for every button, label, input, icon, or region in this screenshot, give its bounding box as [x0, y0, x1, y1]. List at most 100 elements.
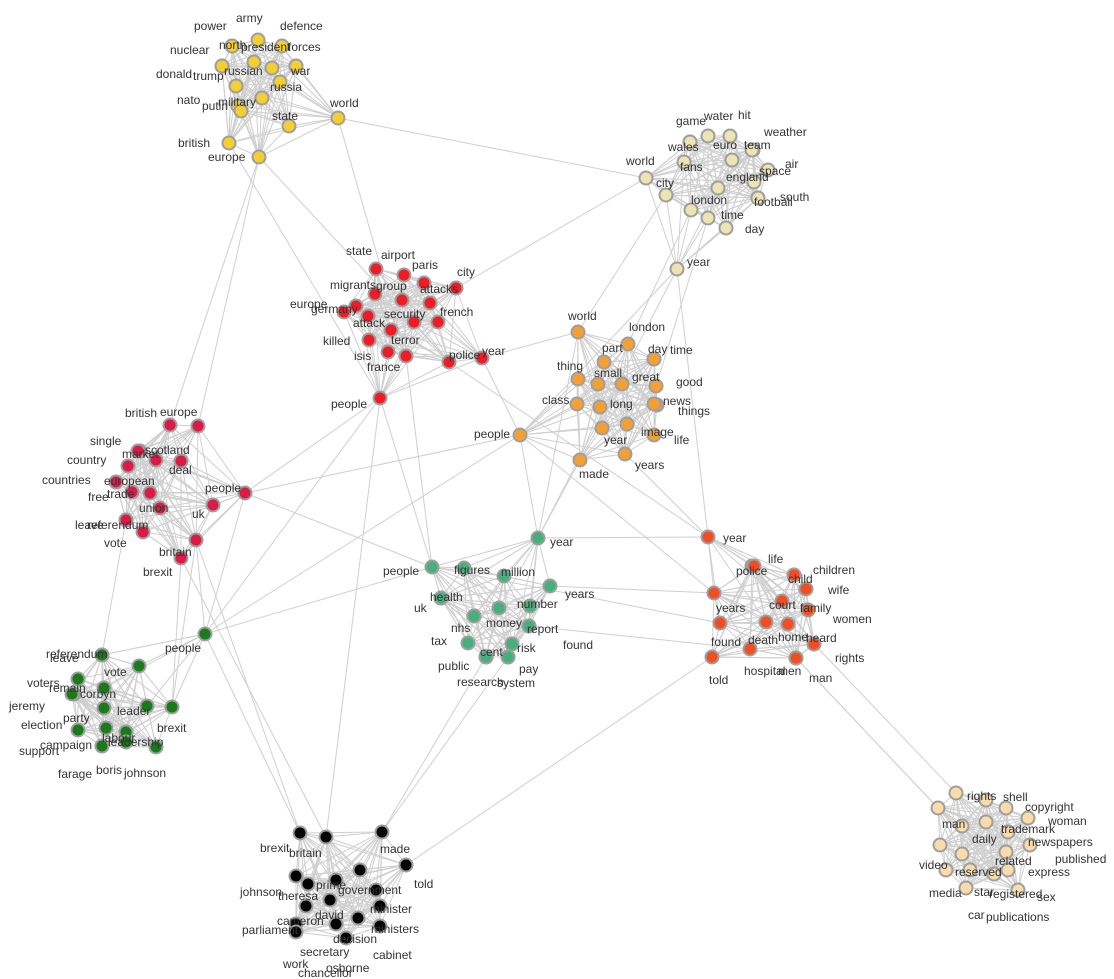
node-label-life: life: [768, 552, 784, 566]
edge-teal: [467, 607, 500, 644]
node-label-theresa: theresa: [278, 889, 318, 903]
node-teal-people: [424, 559, 440, 575]
node-orange-part: [596, 354, 612, 370]
edge-redorange: [749, 643, 815, 650]
node-label-year: year: [687, 255, 710, 269]
edge-yellow: [240, 67, 273, 112]
node-black-cabinet: [372, 918, 388, 934]
edge-red: [375, 268, 415, 323]
node-label-game: game: [676, 114, 706, 128]
node-label-made: made: [579, 467, 609, 481]
node-black-chancellor: [328, 916, 344, 932]
edge-green: [105, 706, 173, 729]
edge-bridge: [481, 331, 579, 359]
node-green-corbyn: [96, 680, 112, 696]
edge-orange: [577, 331, 629, 345]
node-label-market: market: [122, 447, 159, 461]
edge-red: [367, 315, 381, 399]
edge-red: [379, 357, 483, 399]
edge-red: [379, 361, 450, 399]
node-label-boris: boris: [96, 763, 122, 777]
node-crimson-people: [237, 485, 253, 501]
edge-red: [355, 282, 425, 307]
edge-crimson: [131, 491, 182, 559]
node-label-football: football: [754, 195, 793, 209]
edge-teal: [431, 537, 539, 568]
node-crimson-uk: [205, 497, 221, 513]
node-label-things: things: [678, 404, 710, 418]
edge-red: [455, 287, 483, 359]
edge-redorange: [781, 600, 815, 645]
node-green-election: [70, 722, 86, 738]
edge-crimson: [137, 450, 197, 541]
node-beige-space: [746, 174, 762, 190]
edge-peach: [1017, 817, 1029, 891]
edge-yellow: [288, 117, 339, 127]
edge-red: [379, 355, 407, 399]
node-peach-newspapers: [1000, 824, 1016, 840]
edge-yellow: [261, 97, 339, 119]
edge-green: [103, 633, 206, 689]
node-label-thing: thing: [557, 359, 583, 373]
edge-beige: [707, 135, 731, 219]
edge-black: [335, 889, 377, 925]
edge-orange: [579, 383, 599, 461]
edge-red: [448, 287, 457, 363]
node-beige-football: [750, 190, 766, 206]
edge-beige: [683, 149, 753, 163]
node-label-pay: pay: [519, 662, 538, 676]
node-black-minister: [368, 882, 384, 898]
edge-beige: [676, 161, 685, 270]
node-red-year: [474, 350, 490, 366]
edge-peach: [945, 825, 963, 871]
node-label-farage: farage: [58, 767, 92, 781]
edge-yellow: [235, 85, 339, 119]
node-green-farage: [94, 738, 110, 754]
node-green-boris: [118, 734, 134, 750]
edge-redorange: [795, 609, 809, 659]
node-label-labour: labour: [102, 731, 135, 745]
node-label-world: world: [567, 309, 597, 323]
edge-orange: [627, 343, 657, 387]
node-teal-uk: [433, 590, 449, 606]
node-label-putin: putin: [202, 99, 228, 113]
edge-crimson: [131, 491, 197, 541]
edge-crimson: [155, 459, 246, 494]
edge-crimson: [125, 519, 182, 559]
node-peach-publications: [1010, 882, 1026, 898]
edge-redorange: [719, 565, 755, 624]
node-teal-risk: [504, 636, 520, 652]
edge-bridge: [180, 557, 327, 838]
node-beige-wales: [682, 134, 698, 150]
edge-bridge: [405, 656, 713, 866]
edge-orange: [519, 361, 605, 436]
node-beige-water: [700, 128, 716, 144]
node-label-hospital: hospital: [744, 664, 785, 678]
node-black-prime: [328, 872, 344, 888]
edge-green: [71, 665, 140, 695]
node-yellow-russia: [272, 74, 288, 90]
node-label-city: city: [656, 176, 674, 190]
edge-green: [77, 665, 140, 680]
node-label-work: work: [282, 957, 309, 971]
node-yellow-europe: [251, 149, 267, 165]
edge-green: [146, 633, 206, 707]
edge-peach: [993, 807, 1007, 875]
node-black-government: [352, 862, 368, 878]
node-redorange-death: [758, 614, 774, 630]
edge-peach: [939, 831, 1009, 846]
edge-black: [329, 899, 381, 907]
edge-beige: [683, 159, 733, 163]
edge-crimson: [125, 504, 214, 521]
node-peach-trademark: [978, 814, 994, 830]
edge-bridge: [204, 397, 381, 635]
node-label-heard: heard: [806, 631, 837, 645]
node-black-made: [374, 824, 390, 840]
node-label-number: number: [517, 597, 558, 611]
node-beige-world: [638, 170, 654, 186]
edge-beige: [683, 161, 692, 211]
node-label-nuclear: nuclear: [170, 43, 209, 57]
node-crimson-scotland: [148, 452, 164, 468]
node-label-wales: wales: [667, 140, 699, 154]
node-label-public: public: [438, 659, 469, 673]
